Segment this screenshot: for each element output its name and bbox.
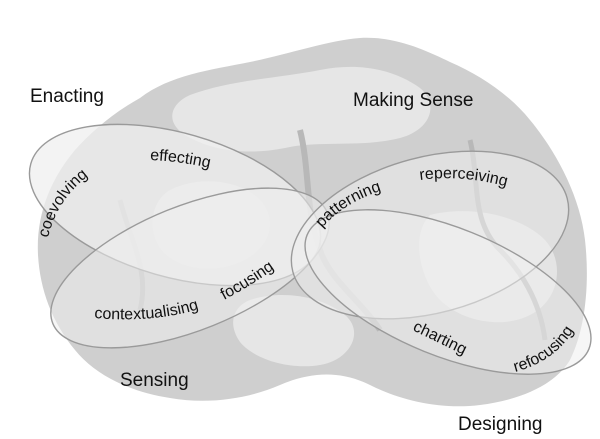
loop-designing — [304, 209, 592, 375]
label-sensing: Sensing — [120, 370, 189, 391]
blob-light-patch-south — [233, 295, 355, 367]
loops — [28, 123, 592, 375]
label-making-sense: Making Sense — [353, 90, 473, 111]
blob-light-patch-north — [172, 66, 431, 152]
label-designing: Designing — [458, 414, 543, 435]
label-enacting: Enacting — [30, 86, 104, 107]
